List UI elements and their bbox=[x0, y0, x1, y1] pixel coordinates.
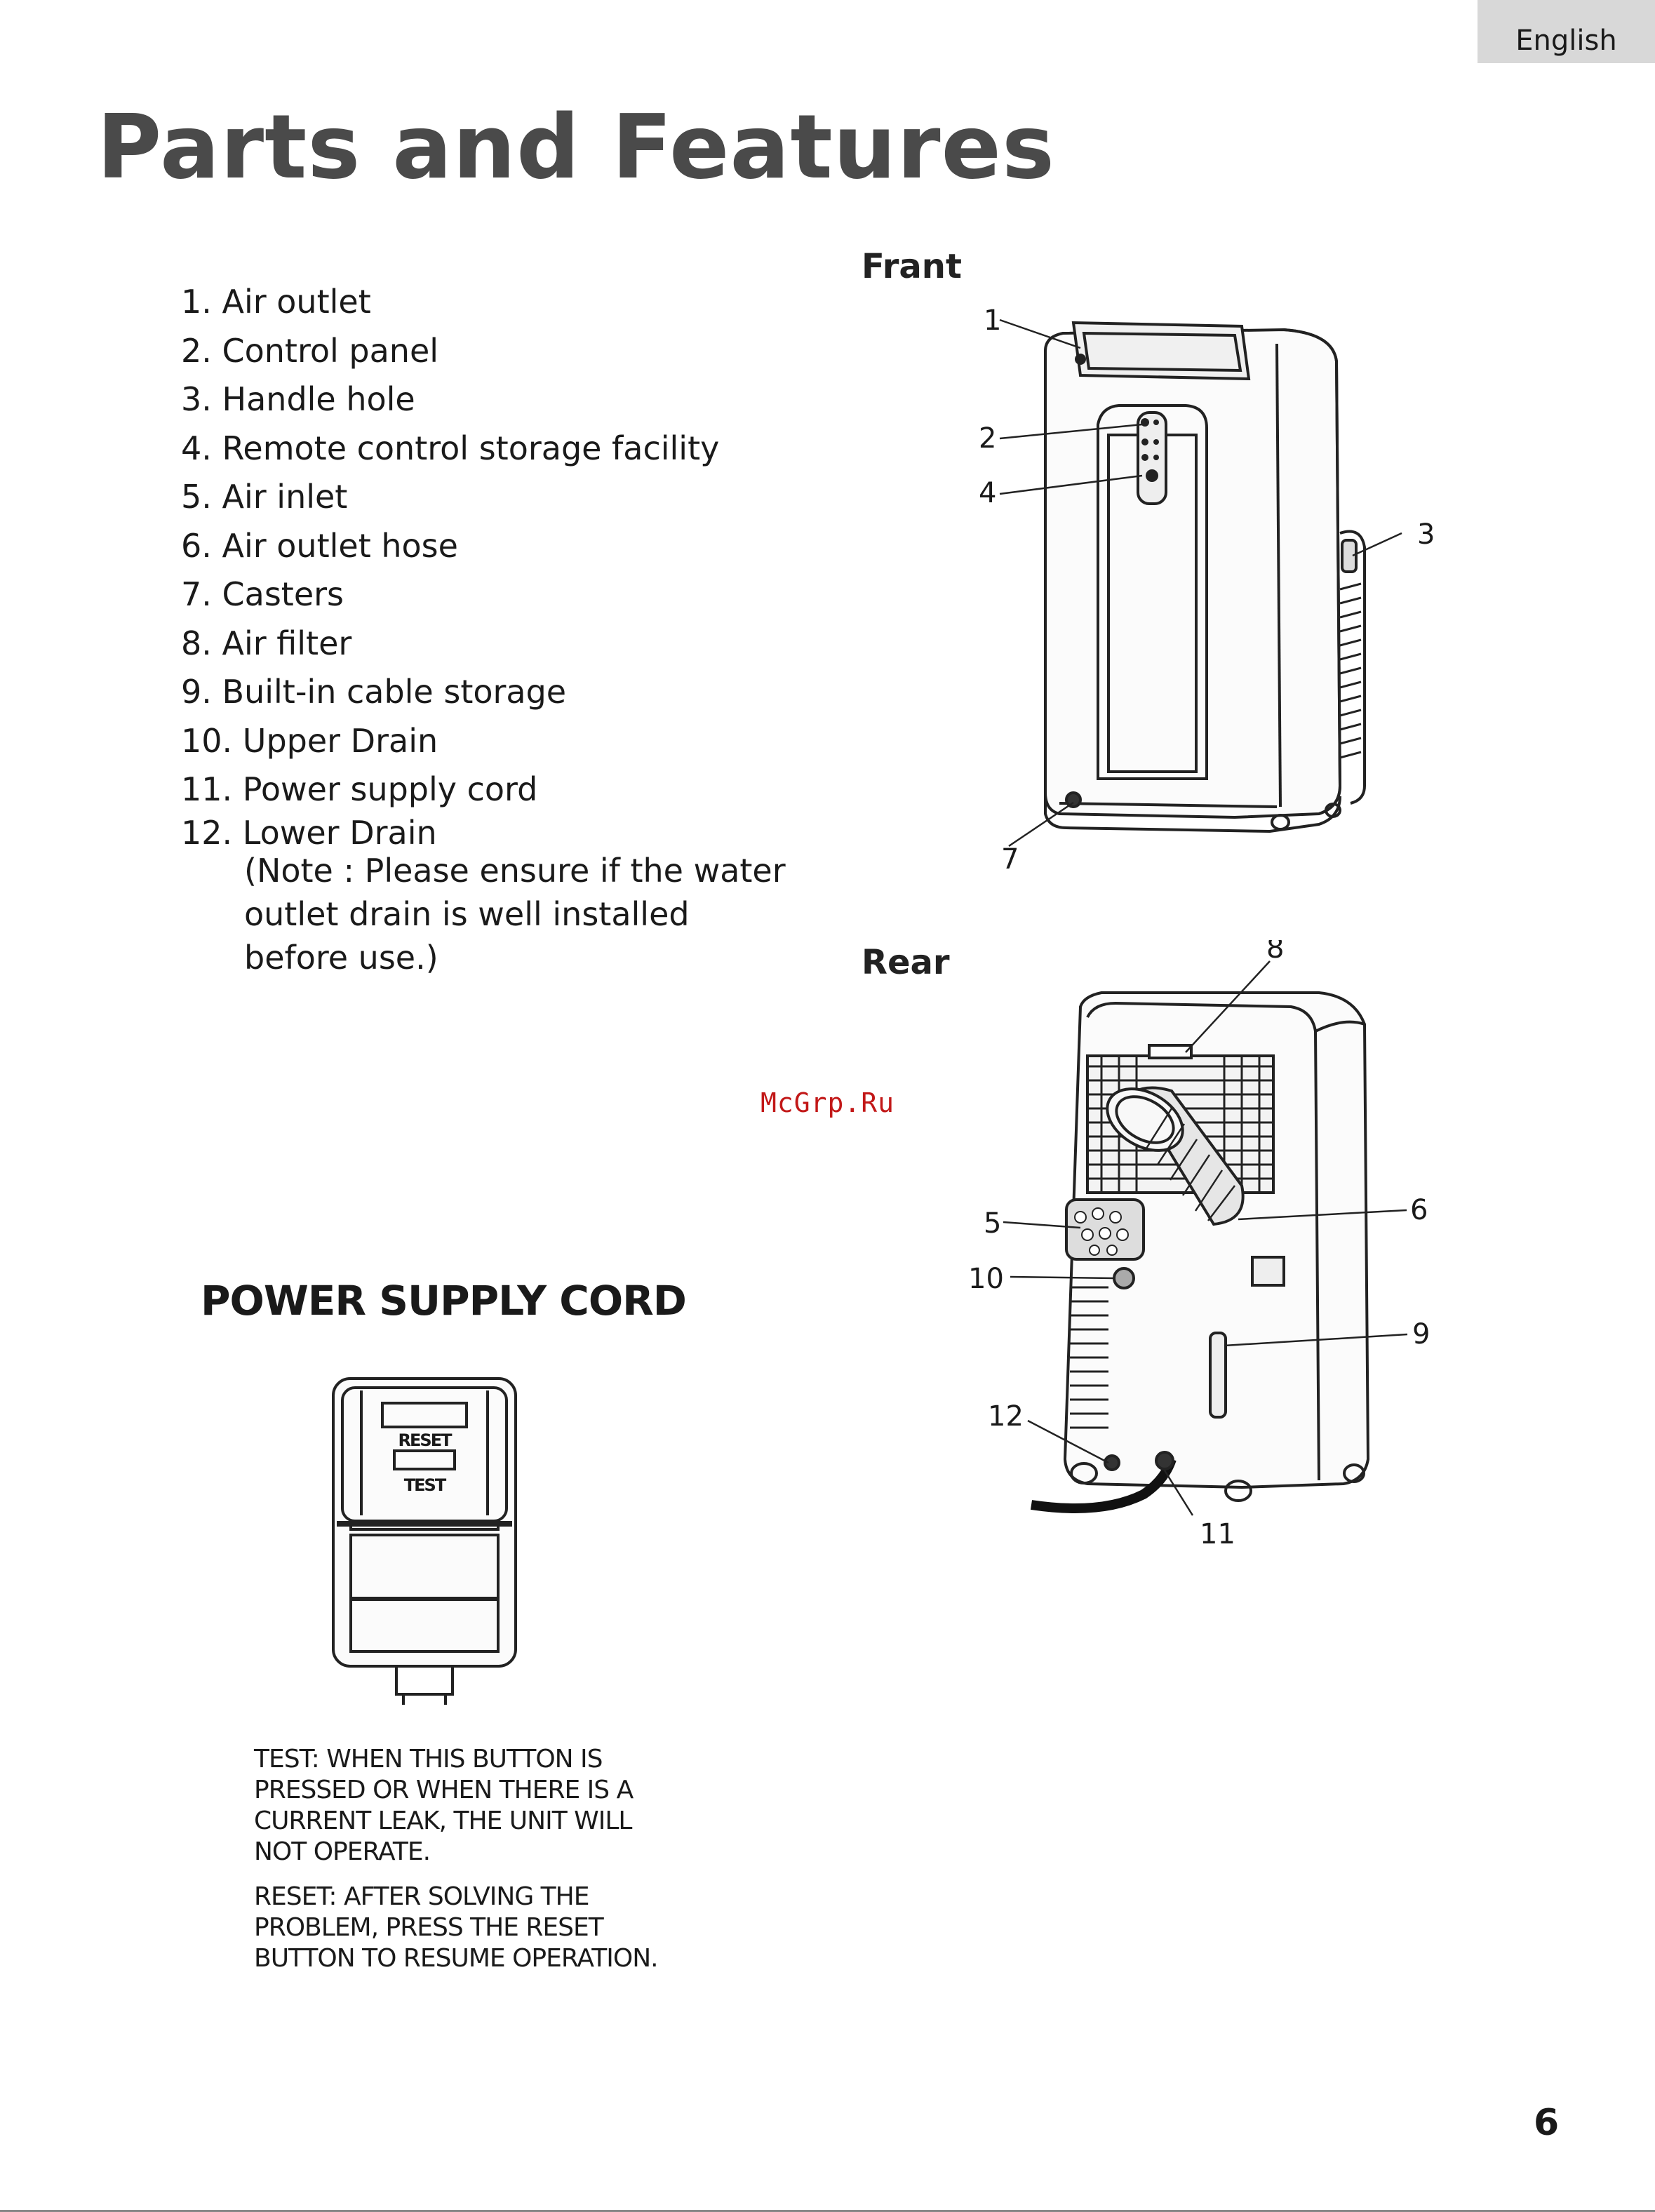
part-item: 10. Upper Drain bbox=[181, 721, 438, 760]
front-label: Frant bbox=[862, 247, 962, 286]
bottom-rule bbox=[0, 2210, 1655, 2212]
callout-7: 7 bbox=[1001, 843, 1019, 876]
reset-description: RESET: AFTER SOLVING THE PROBLEM, PRESS … bbox=[254, 1882, 659, 1974]
callout-11: 11 bbox=[1200, 1518, 1235, 1550]
page-title: Parts and Features bbox=[97, 95, 1055, 199]
part-item: 1. Air outlet bbox=[181, 283, 371, 321]
test-line: CURRENT LEAK, THE UNIT WILL bbox=[254, 1807, 632, 1835]
rear-view-diagram: 8 5 6 10 9 12 11 bbox=[968, 940, 1430, 1550]
parts-list: 1. Air outlet 2. Control panel 3. Handle… bbox=[181, 278, 719, 851]
callout-6: 6 bbox=[1410, 1194, 1428, 1226]
test-line: NOT OPERATE. bbox=[254, 1837, 431, 1866]
power-plug-diagram: RESET TEST bbox=[332, 1377, 517, 1705]
reset-line: RESET: AFTER SOLVING THE bbox=[254, 1882, 589, 1911]
drain-note: (Note : Please ensure if the water outle… bbox=[244, 849, 786, 979]
page-number: 6 bbox=[1534, 2102, 1560, 2144]
note-line: outlet drain is well installed bbox=[244, 895, 690, 933]
callout-4: 4 bbox=[979, 477, 996, 509]
note-line: before use.) bbox=[244, 939, 438, 977]
part-item: 12. Lower Drain bbox=[181, 813, 437, 852]
power-cord-title: POWER SUPPLY CORD bbox=[201, 1277, 687, 1325]
part-item: 3. Handle hole bbox=[181, 380, 415, 418]
callout-2: 2 bbox=[979, 422, 996, 455]
note-line: (Note : Please ensure if the water bbox=[244, 852, 786, 890]
part-item: 9. Built-in cable storage bbox=[181, 673, 567, 711]
watermark: McGrp.Ru bbox=[761, 1087, 895, 1118]
callout-12: 12 bbox=[988, 1400, 1024, 1433]
test-description: TEST: WHEN THIS BUTTON IS PRESSED OR WHE… bbox=[254, 1744, 634, 1868]
part-item: 6. Air outlet hose bbox=[181, 526, 458, 565]
test-label: TEST bbox=[404, 1475, 447, 1495]
reset-line: BUTTON TO RESUME OPERATION. bbox=[254, 1944, 659, 1973]
part-item: 2. Control panel bbox=[181, 331, 439, 370]
part-item: 7. Casters bbox=[181, 575, 344, 613]
callout-8: 8 bbox=[1266, 940, 1284, 965]
test-line: TEST: WHEN THIS BUTTON IS bbox=[254, 1745, 603, 1774]
reset-label: RESET bbox=[398, 1430, 453, 1450]
part-item: 8. Air filter bbox=[181, 624, 352, 662]
callout-3: 3 bbox=[1417, 518, 1435, 551]
language-tab: English bbox=[1478, 0, 1655, 63]
callout-1: 1 bbox=[984, 304, 1001, 337]
part-item: 4. Remote control storage facility bbox=[181, 429, 720, 467]
callout-9: 9 bbox=[1412, 1318, 1430, 1350]
reset-line: PROBLEM, PRESS THE RESET bbox=[254, 1913, 604, 1942]
rear-label: Rear bbox=[862, 943, 950, 982]
test-line: PRESSED OR WHEN THERE IS A bbox=[254, 1776, 634, 1804]
callout-5: 5 bbox=[984, 1207, 1001, 1240]
front-view-diagram: 1 2 4 3 7 bbox=[979, 304, 1435, 876]
callout-10: 10 bbox=[968, 1263, 1004, 1295]
part-item: 11. Power supply cord bbox=[181, 770, 538, 808]
part-item: 5. Air inlet bbox=[181, 478, 348, 516]
